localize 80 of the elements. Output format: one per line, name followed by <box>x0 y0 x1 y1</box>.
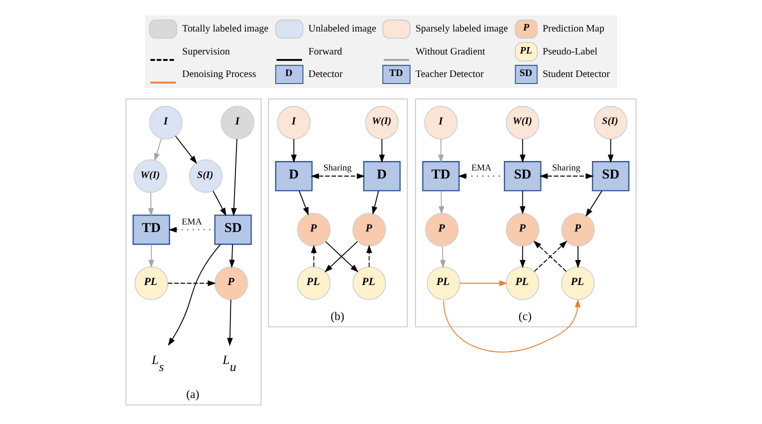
label: TD <box>389 68 404 80</box>
arrow <box>212 190 226 216</box>
label: PL <box>520 45 532 56</box>
node-circle: I <box>220 106 254 140</box>
node-circle: PL <box>561 266 595 300</box>
node-circle: PL <box>297 266 331 300</box>
arrow <box>575 246 581 268</box>
arrow <box>458 173 505 179</box>
arrow <box>168 226 216 233</box>
legend-label: Unlabeled image <box>308 24 376 35</box>
node-circle: W(I) <box>365 106 399 140</box>
label: P <box>523 22 530 34</box>
arrow <box>438 138 444 163</box>
edge-label: Sharing <box>323 162 352 173</box>
node-circle: I <box>277 106 311 140</box>
arrow <box>154 138 162 162</box>
node-box: SD <box>214 214 252 245</box>
arrow <box>310 244 317 268</box>
arrow <box>372 190 379 215</box>
label: SD <box>519 68 532 80</box>
legend-label: Pseudo-Label <box>542 46 598 58</box>
node-box: D <box>275 161 313 192</box>
arrow <box>298 190 309 216</box>
node-circle: P <box>425 212 459 246</box>
legend-label: Without Gradient <box>416 46 486 58</box>
arrow <box>167 280 216 286</box>
legend-label: Supervision <box>182 46 230 58</box>
arrow <box>290 138 297 163</box>
arrow <box>148 244 154 268</box>
legend-label: Detector <box>308 69 343 80</box>
node-circle: PL <box>426 266 460 300</box>
arrow <box>379 138 385 163</box>
node-circle: P <box>214 266 248 300</box>
node-circle: PL <box>506 266 540 300</box>
arrow <box>231 138 238 216</box>
edge-label: Sharing <box>552 162 580 173</box>
arrow <box>227 299 233 346</box>
node-circle: W(I) <box>134 159 168 193</box>
node-circle: PL <box>352 266 386 300</box>
arrow <box>586 190 602 217</box>
node-circle: I <box>424 106 458 140</box>
node-circle: S(I) <box>188 159 223 193</box>
arrow <box>608 138 614 163</box>
arrow <box>168 244 221 346</box>
arrow <box>229 244 235 268</box>
arrow <box>440 246 446 268</box>
node-box: TD <box>422 161 460 192</box>
node-circle: W(I) <box>506 106 540 140</box>
node-circle: PL <box>134 266 168 300</box>
arrow <box>366 244 372 268</box>
legend-label: Forward <box>308 46 342 58</box>
arrow <box>520 246 526 268</box>
edge-label: EMA <box>471 162 492 173</box>
arrow <box>443 299 580 352</box>
node-box: TD <box>132 214 170 245</box>
arrow <box>460 280 508 286</box>
edge-label: EMA <box>182 216 202 226</box>
node-circle: P <box>506 212 540 246</box>
node-circle: P <box>561 212 595 246</box>
node-circle: P <box>352 212 386 246</box>
legend-label: Student Detector <box>542 69 610 80</box>
arrow <box>310 173 366 179</box>
node-circle: P <box>297 212 331 246</box>
node-circle: S(I) <box>594 106 628 140</box>
arrow <box>438 190 444 214</box>
legend-label: Teacher Detector <box>416 69 484 80</box>
arrow <box>520 190 526 214</box>
legend-label: Denoising Process <box>182 69 256 80</box>
arrow <box>520 138 526 163</box>
node-box: SD <box>592 161 630 192</box>
node-box: D <box>363 161 401 192</box>
legend-label: Sparsely labeled image <box>416 24 508 35</box>
node-box: SD <box>504 161 542 192</box>
legend-label: Prediction Map <box>542 24 604 35</box>
arrow <box>540 173 594 179</box>
legend-label: Totally labeled image <box>182 24 268 35</box>
arrow <box>148 192 154 216</box>
arrow <box>175 136 198 164</box>
node-circle: I <box>149 106 183 140</box>
label: D <box>285 68 292 80</box>
